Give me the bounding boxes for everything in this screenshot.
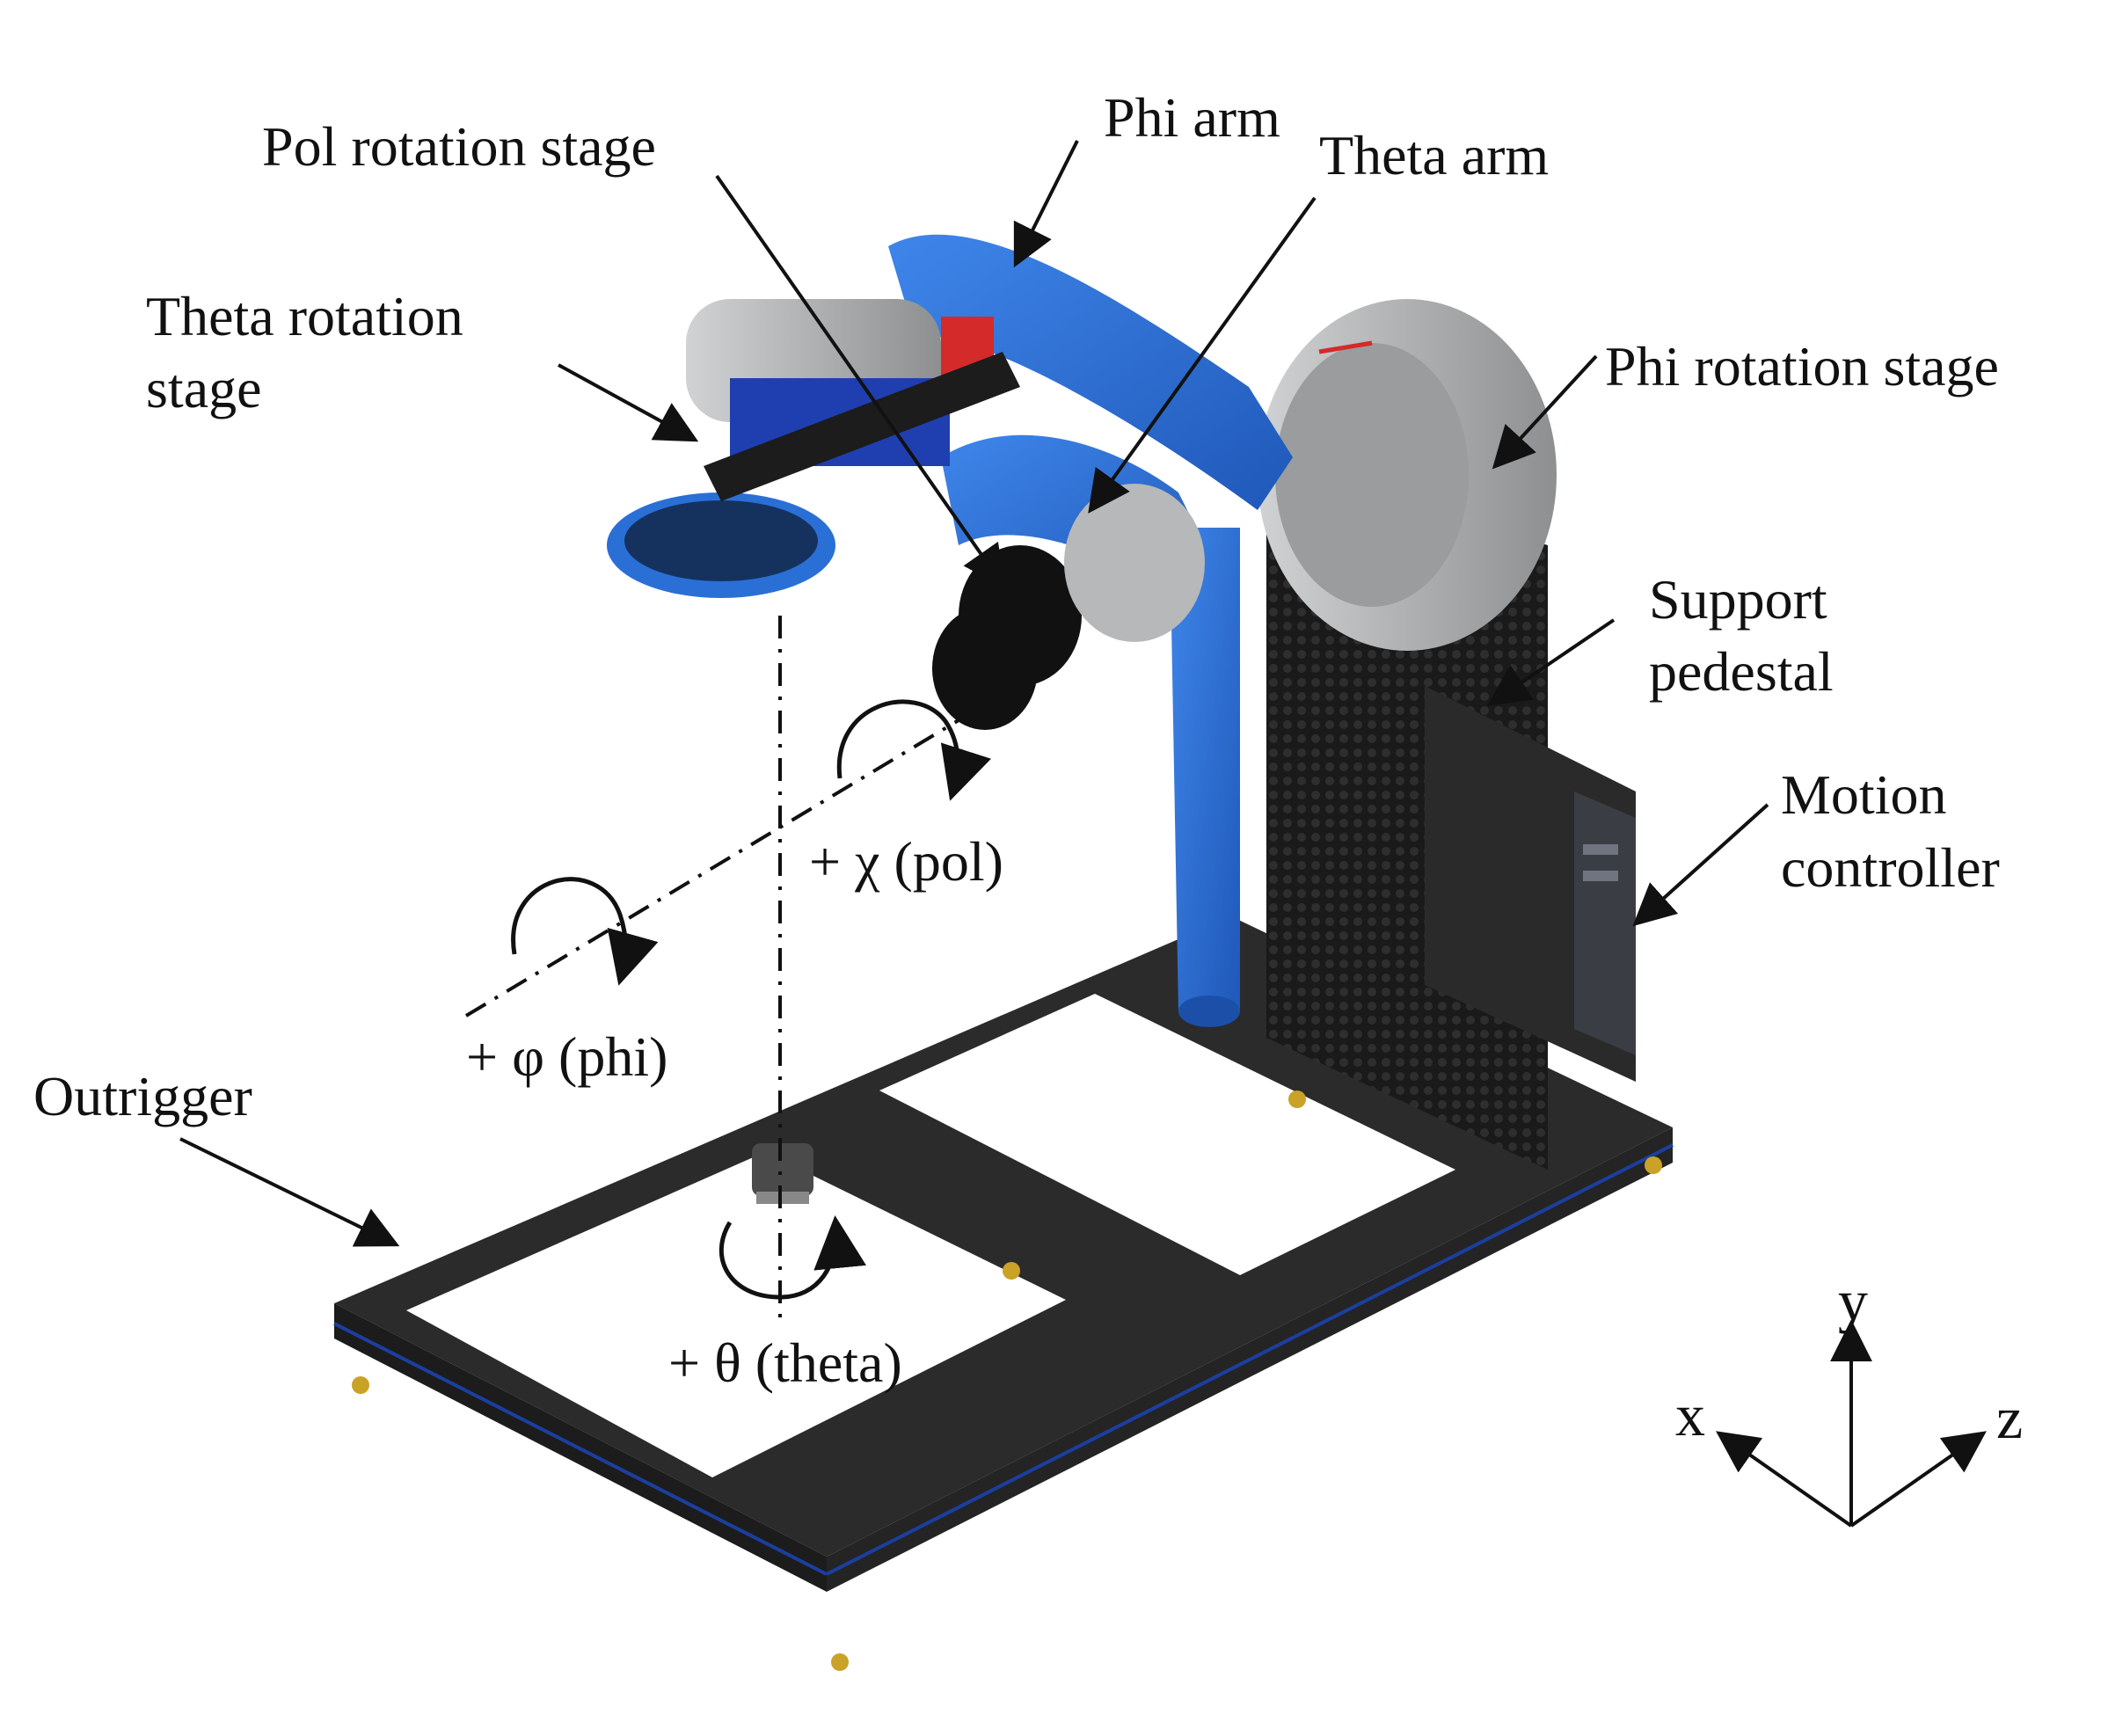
axis-label-z: z <box>1996 1384 2024 1451</box>
label-theta-rotation-stage-line1: Theta rotation <box>146 285 463 347</box>
label-theta-theta: + θ (theta) <box>668 1331 902 1394</box>
coordinate-triad <box>1716 1319 1987 1528</box>
pol-rotation-stage <box>932 484 1205 730</box>
label-motion-controller-line1: Motion <box>1781 763 1947 826</box>
label-support-pedestal-line1: Support <box>1649 568 1827 631</box>
motion-controller-box <box>1574 791 1636 1055</box>
label-outrigger: Outrigger <box>33 1065 252 1127</box>
label-support-pedestal-line2: pedestal <box>1649 640 1834 703</box>
label-pol-rotation-stage: Pol rotation stage <box>262 115 656 178</box>
axis-label-y: y <box>1838 1267 1868 1334</box>
label-theta-arm: Theta arm <box>1319 124 1550 186</box>
phi-rotation-stage <box>1258 299 1557 651</box>
phi-arm <box>888 234 1293 510</box>
theta-foot-stage <box>752 1143 813 1204</box>
label-theta-rotation-stage-line2: stage <box>146 357 262 419</box>
outrigger-frame <box>333 916 1674 1671</box>
label-chi-pol: + χ (pol) <box>809 830 1003 893</box>
label-motion-controller-line2: controller <box>1781 836 2000 899</box>
theta-rotation-stage <box>607 299 1020 598</box>
label-phi-phi: + φ (phi) <box>466 1025 668 1088</box>
rotation-axes <box>464 616 996 1328</box>
chi-rotation-arrow <box>836 699 992 801</box>
label-phi-rotation-stage: Phi rotation stage <box>1605 335 1999 398</box>
axis-label-x: x <box>1675 1382 1705 1448</box>
label-leaders <box>179 140 1769 1247</box>
label-phi-arm: Phi arm <box>1104 86 1280 149</box>
theta-rotation-arrow <box>718 1215 867 1300</box>
phi-rotation-arrow <box>511 877 659 986</box>
